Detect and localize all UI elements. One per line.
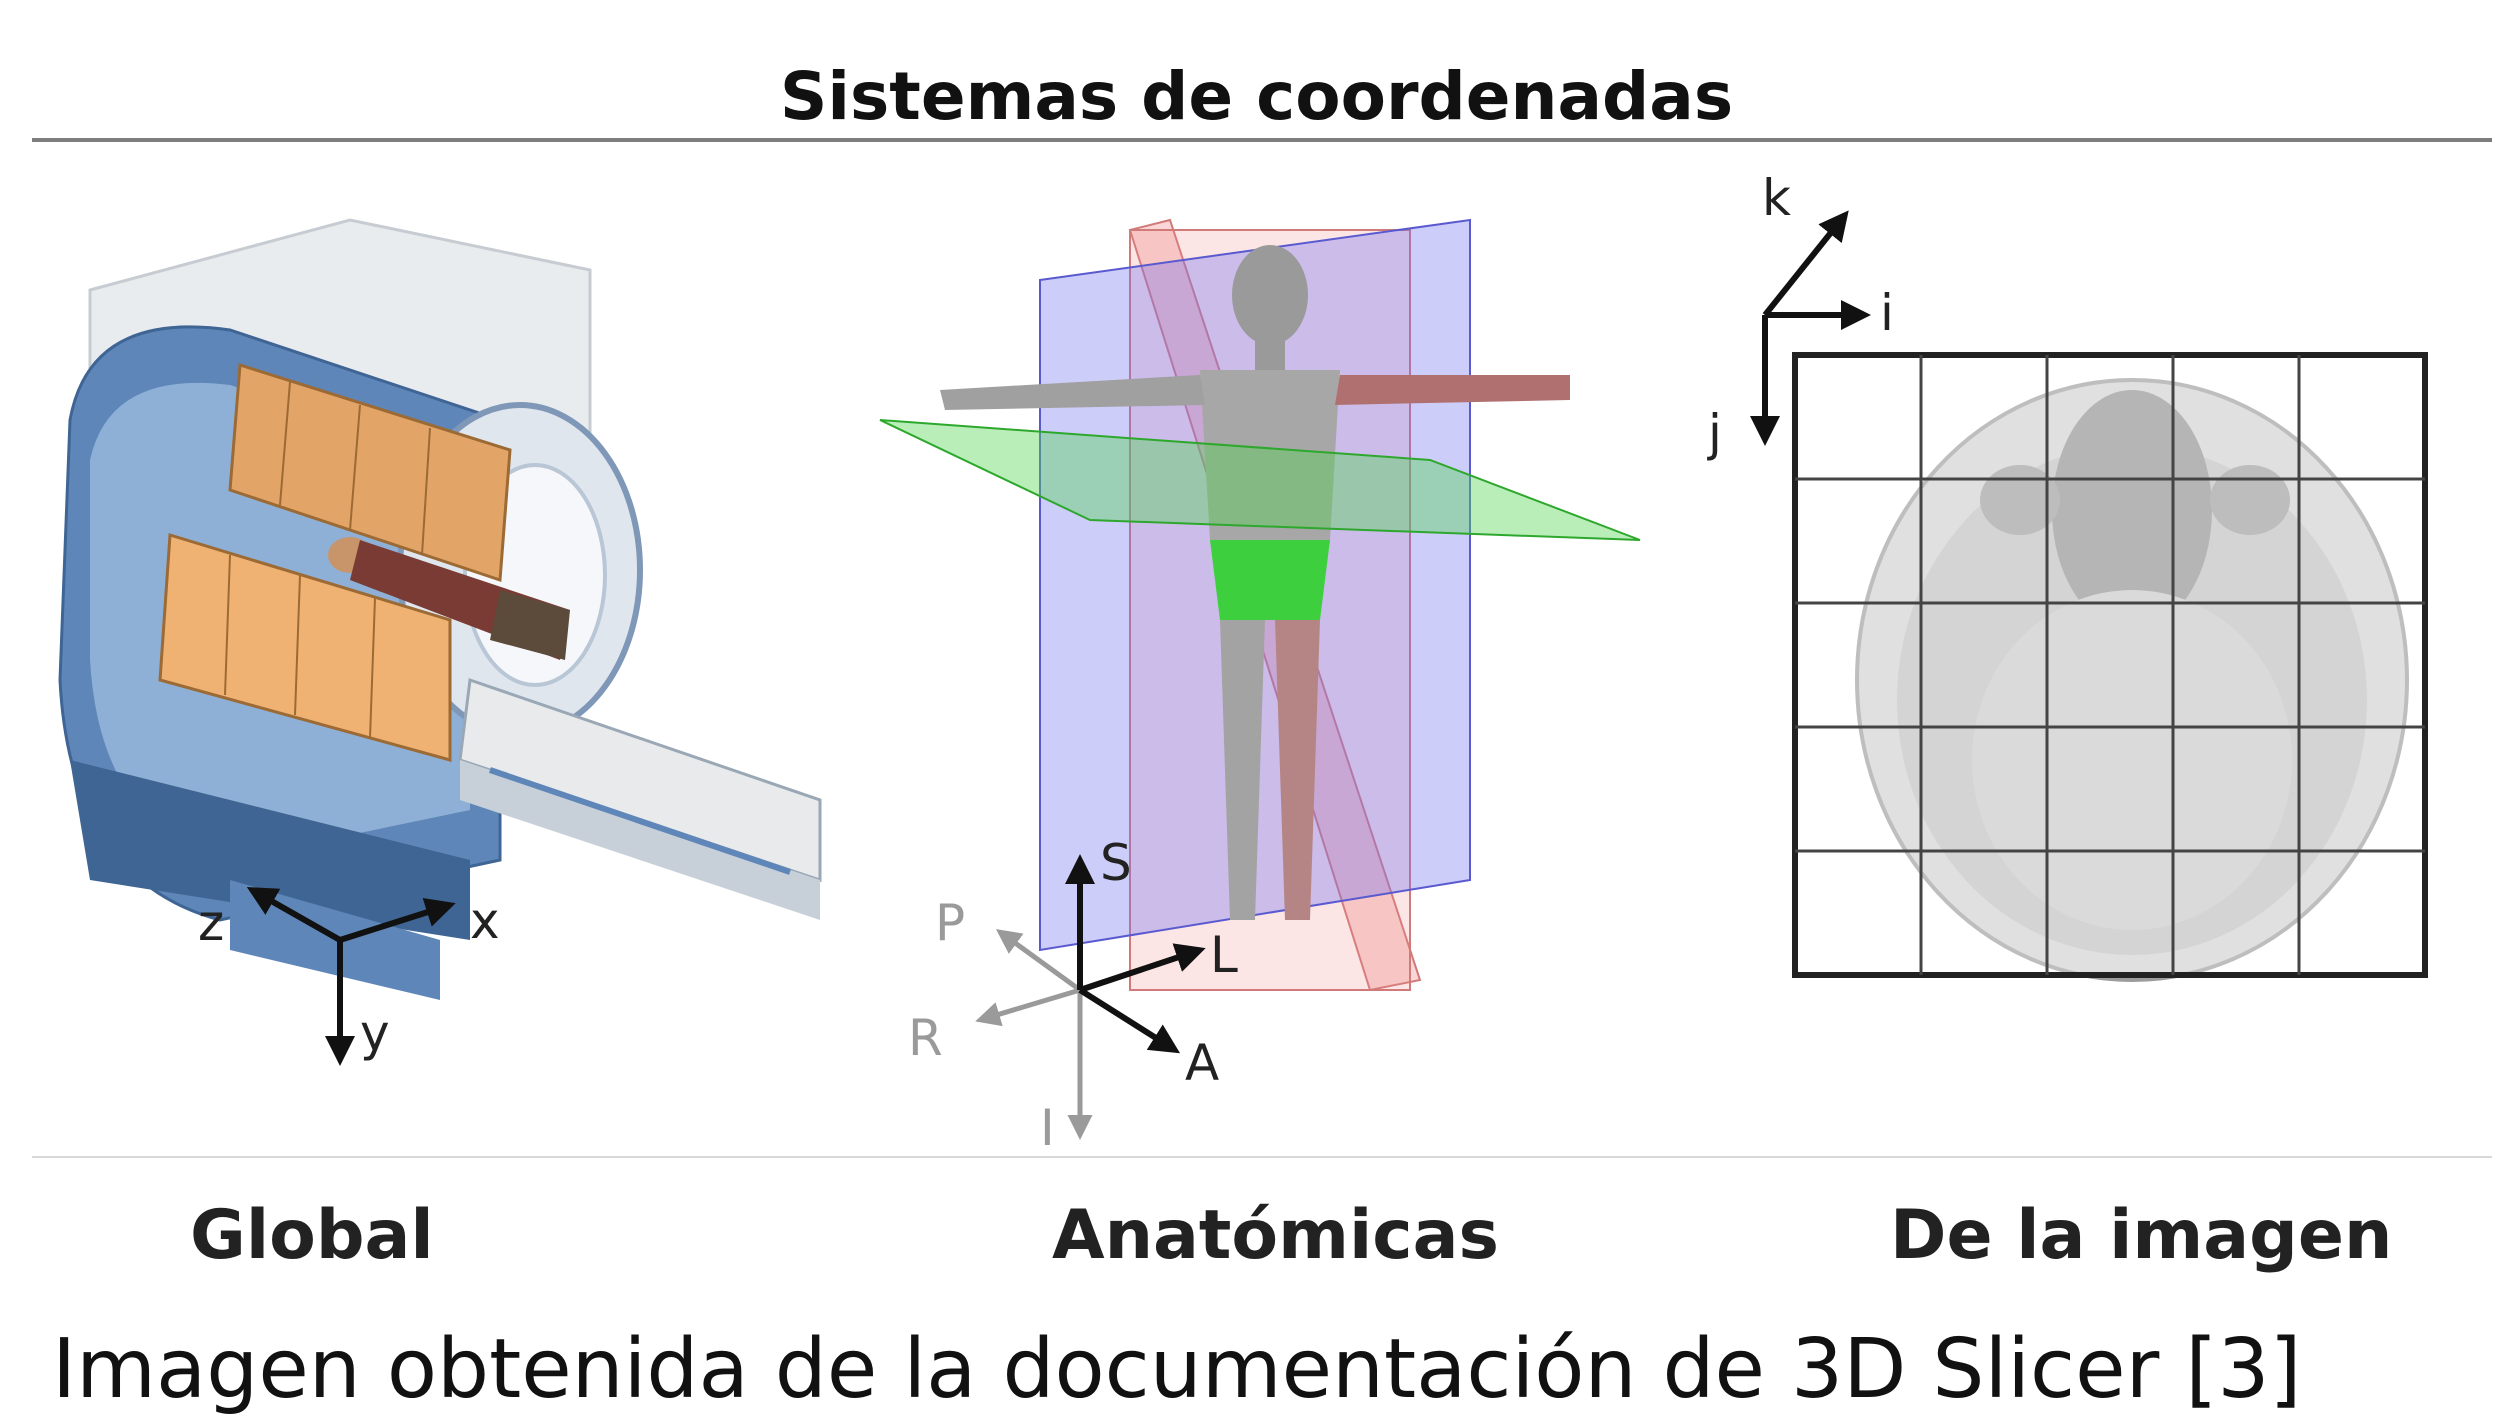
pixel-grid xyxy=(1792,352,2428,978)
anatomical-label: Anatómicas xyxy=(1052,1196,1499,1275)
z-axis-label: z xyxy=(198,894,224,952)
page-title: Sistemas de coordenadas xyxy=(779,58,1734,135)
r-axis-arrow xyxy=(975,987,1081,1027)
title-divider xyxy=(32,138,2492,142)
p-axis-arrow xyxy=(995,929,1082,993)
i-axis-label: i xyxy=(1880,284,1894,342)
global-label: Global xyxy=(190,1196,434,1275)
r-axis-label: R xyxy=(908,1009,943,1067)
z-axis-arrow xyxy=(246,887,342,943)
axial-plane xyxy=(879,419,1641,541)
l-axis-label: L xyxy=(1210,926,1238,984)
image-label: De la imagen xyxy=(1890,1196,2393,1275)
caption: Imagen obtenida de la documentación de 3… xyxy=(52,1322,2302,1417)
global-panel: x z y xyxy=(30,160,850,1150)
p-axis-label: P xyxy=(935,894,965,952)
x-axis-arrow xyxy=(339,897,456,943)
anatomical-planes-illustration: S L A P R I xyxy=(879,218,1641,1150)
image-grid-illustration: i j k xyxy=(1707,169,2428,982)
a-axis-label: A xyxy=(1185,1034,1219,1092)
y-axis-label: y xyxy=(360,1004,390,1062)
anatomical-panel: S L A P R I xyxy=(850,160,1680,1150)
i-axis-label: I xyxy=(1040,1099,1055,1150)
a-axis-arrow xyxy=(1078,987,1181,1054)
image-panel: i j k xyxy=(1680,160,2480,1150)
x-axis-label: x xyxy=(470,892,500,950)
k-axis-label: k xyxy=(1762,169,1791,227)
k-axis-arrow xyxy=(1762,210,1849,317)
mri-scanner-illustration xyxy=(58,218,822,1000)
s-axis-label: S xyxy=(1100,834,1132,892)
grid-frame xyxy=(1792,352,2428,978)
global-axes: x z y xyxy=(198,887,500,1066)
j-axis-label: j xyxy=(1707,404,1722,462)
label-divider xyxy=(32,1156,2492,1158)
l-axis-arrow xyxy=(1079,943,1206,993)
